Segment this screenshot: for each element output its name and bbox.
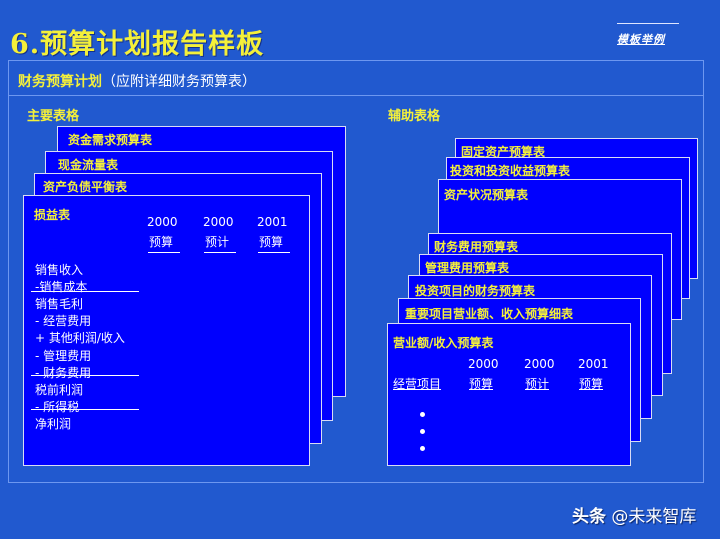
card-income-statement[interactable]: 损益表 2000 2000 2001 预算 预计 预算 销售收入 -销售成本 销… — [23, 195, 310, 466]
line-item: - 财务费用 — [35, 366, 92, 380]
column-underline — [148, 252, 180, 253]
card-revenue-budget[interactable]: 营业额/收入预算表 2000 2000 2001 经营项目 预算 预计 预算 — [387, 323, 631, 466]
line-item: -销售成本 — [35, 280, 88, 294]
subtotal-line — [31, 375, 139, 376]
subheading-divider — [9, 95, 703, 96]
line-item: 税前利润 — [35, 383, 84, 397]
card-title: 投资和投资收益预算表 — [450, 164, 571, 178]
card-title: 资产负债平衡表 — [43, 180, 128, 194]
card-title: 重要项目营业额、收入预算细表 — [405, 307, 574, 321]
subheading-title: 财务预算计划 — [18, 74, 102, 90]
subtotal-line — [31, 409, 139, 410]
watermark: 头条 @未来智库 — [572, 502, 696, 527]
column-year: 2001 — [257, 215, 288, 229]
card-title: 投资项目的财务预算表 — [415, 284, 536, 298]
line-item: - 管理费用 — [35, 349, 92, 363]
ellipsis-dot — [420, 429, 425, 434]
column-underline — [204, 252, 236, 253]
watermark-brand: 头条 — [572, 507, 606, 527]
card-title: 财务费用预算表 — [434, 240, 519, 254]
slide-title: 6.预算计划报告样板 — [10, 29, 265, 60]
ellipsis-dot — [420, 412, 425, 417]
row-header: 经营项目 — [393, 377, 442, 391]
column-year: 2000 — [524, 357, 555, 371]
line-item: - 经营费用 — [35, 314, 92, 328]
column-label: 预算 — [579, 377, 604, 391]
card-title: 管理费用预算表 — [425, 261, 510, 275]
aux-tables-label: 辅助表格 — [388, 109, 441, 124]
ellipsis-dot — [420, 446, 425, 451]
column-year: 2000 — [468, 357, 499, 371]
line-item: 净利润 — [35, 417, 72, 431]
column-year: 2000 — [203, 215, 234, 229]
card-title: 资金需求预算表 — [68, 133, 153, 147]
watermark-handle: @未来智库 — [611, 507, 697, 527]
column-year: 2000 — [147, 215, 178, 229]
card-title: 资产状况预算表 — [444, 188, 529, 202]
tag-divider — [617, 23, 679, 24]
card-title: 固定资产预算表 — [461, 145, 546, 159]
subheading: 财务预算计划（应附详细财务预算表） — [18, 71, 256, 91]
subheading-note: （应附详细财务预算表） — [102, 74, 256, 90]
column-label: 预算 — [149, 235, 174, 249]
column-label: 预算 — [259, 235, 284, 249]
content-frame — [8, 60, 704, 483]
line-item: 销售收入 — [35, 263, 84, 277]
column-underline — [258, 252, 290, 253]
card-title: 营业额/收入预算表 — [393, 336, 494, 350]
column-label: 预计 — [205, 235, 230, 249]
column-year: 2001 — [578, 357, 609, 371]
subtotal-line — [31, 291, 139, 292]
line-item: + 其他利润/收入 — [35, 331, 125, 345]
main-tables-label: 主要表格 — [27, 109, 80, 124]
card-title: 现金流量表 — [58, 158, 119, 172]
card-title: 损益表 — [34, 208, 71, 222]
template-example-tag: 模板举例 — [617, 33, 665, 46]
column-label: 预算 — [469, 377, 494, 391]
line-item: 销售毛利 — [35, 297, 84, 311]
column-label: 预计 — [525, 377, 550, 391]
line-item: - 所得税 — [35, 400, 80, 414]
